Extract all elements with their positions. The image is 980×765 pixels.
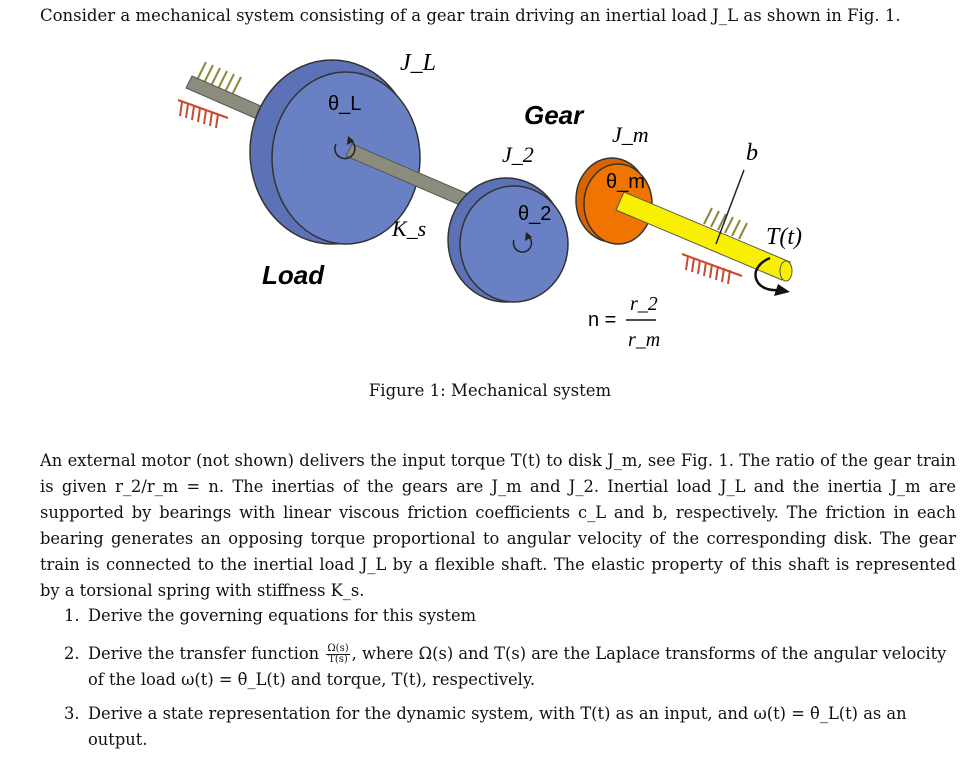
label-Tt: T(t) — [766, 224, 802, 250]
task-text-a: Derive the transfer function — [88, 644, 320, 663]
label-r2: r_2 — [630, 293, 658, 315]
motor-shaft — [615, 191, 793, 282]
intro-text: Consider a mechanical system consisting … — [40, 6, 901, 25]
task-list: 1. Derive the governing equations for thi… — [64, 603, 956, 765]
label-b: b — [746, 140, 758, 166]
task-item: 2. Derive the transfer function Ω(s)T(s),… — [64, 641, 956, 693]
mechanical-system-figure: J_L θ_L Gear J_m J_2 θ_m b θ_2 K_s T(t) … — [150, 40, 850, 370]
rotation-arrowhead-theta2 — [525, 232, 532, 241]
rotation-arrow-thetaL — [334, 139, 356, 160]
left-bearing — [177, 99, 229, 129]
task-item: 1. Derive the governing equations for thi… — [64, 603, 956, 629]
problem-paragraph: An external motor (not shown) delivers t… — [40, 451, 956, 601]
torque-arrow — [754, 256, 779, 292]
label-thetam: θ_m — [606, 171, 645, 193]
task-text: Derive a state representation for the dy… — [88, 704, 907, 749]
label-thetaL: θ_L — [328, 93, 361, 115]
task-number: 3. — [64, 704, 80, 723]
transfer-function-fraction: Ω(s)T(s) — [326, 643, 350, 665]
b-pointer-line — [715, 169, 745, 245]
right-wall-hatch — [703, 207, 748, 240]
label-Ks: K_s — [391, 216, 426, 241]
torque-arrowhead — [774, 284, 790, 296]
task-text: Derive the governing equations for this … — [88, 606, 477, 625]
label-load: Load — [262, 260, 325, 290]
gear-j2 — [447, 177, 569, 303]
task-number: 2. — [64, 644, 80, 663]
label-theta2: θ_2 — [518, 203, 551, 225]
right-bearing — [681, 253, 743, 285]
fraction-numerator: Ω(s) — [326, 643, 350, 655]
task-item: 3. Derive a state representation for the … — [64, 701, 956, 753]
gear-jm — [575, 157, 653, 245]
fraction-denominator: T(s) — [328, 654, 348, 665]
label-n-eq: n = — [588, 309, 616, 331]
rotation-arrowhead-thetaL — [347, 136, 354, 145]
label-J2: J_2 — [502, 142, 534, 167]
rotation-arrow-theta2 — [512, 235, 533, 253]
label-rm: r_m — [628, 329, 660, 351]
label-Jm: J_m — [612, 122, 649, 147]
task-number: 1. — [64, 606, 80, 625]
figure-drawing: J_L θ_L Gear J_m J_2 θ_m b θ_2 K_s T(t) … — [177, 50, 802, 351]
label-JL: J_L — [400, 50, 436, 76]
figure-caption: Figure 1: Mechanical system — [368, 381, 612, 400]
task-text-b: , where Ω(s) and T(s) are the Laplace tr… — [88, 644, 947, 689]
label-gear: Gear — [524, 100, 585, 130]
